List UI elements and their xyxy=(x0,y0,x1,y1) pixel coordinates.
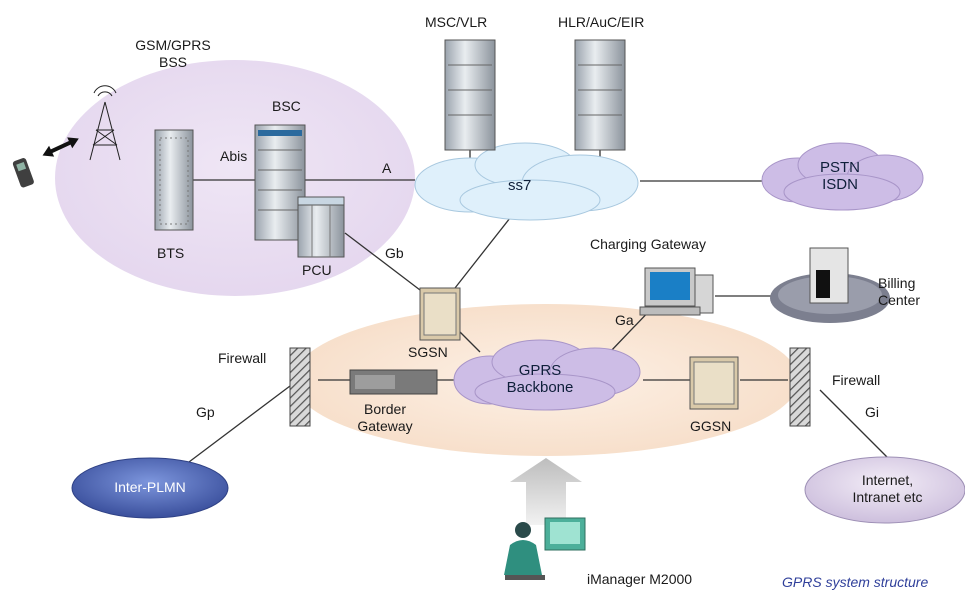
link-sgsn-backbone xyxy=(459,331,481,353)
ss7-cloud xyxy=(414,142,639,221)
backbone-cloud xyxy=(453,339,641,411)
gb-label: Gb xyxy=(385,245,404,261)
gi-label: Gi xyxy=(865,404,879,420)
ggsn-cabinet-icon xyxy=(689,356,739,410)
gp-label: Gp xyxy=(196,404,215,420)
a-label: A xyxy=(382,160,392,176)
internet-oval xyxy=(804,456,965,524)
upward-arrow xyxy=(510,458,582,525)
ggsn-label: GGSN xyxy=(690,418,732,434)
pstn-cloud xyxy=(761,142,924,211)
bsc-cabinet-icon xyxy=(254,124,306,241)
charging-gateway-label: Charging Gateway xyxy=(590,236,706,252)
bss-label: GSM/GPRS BSS xyxy=(135,37,211,70)
firewall-left-label: Firewall xyxy=(218,350,267,366)
imanager-label: iManager M2000 xyxy=(587,571,693,587)
pstn-label: PSTN ISDN xyxy=(819,159,860,193)
computer-icon xyxy=(639,267,714,316)
bts-cabinet-icon xyxy=(154,129,194,231)
sgsn-label: SGSN xyxy=(408,344,448,360)
operator-icon xyxy=(504,517,586,580)
inter-plmn-label: Inter-PLMN xyxy=(114,479,186,495)
abis-label: Abis xyxy=(220,148,248,164)
firewall-right-label: Firewall xyxy=(832,372,881,388)
radio-link-arrow xyxy=(42,137,79,157)
sgsn-cabinet-icon xyxy=(419,287,461,341)
firewall-icon xyxy=(789,347,811,427)
billing-center-label: Billing Center xyxy=(878,275,921,308)
pcu-label: PCU xyxy=(302,262,332,278)
mobile-phone-icon xyxy=(12,158,34,188)
bsc-label: BSC xyxy=(272,98,301,114)
bts-label: BTS xyxy=(157,245,185,261)
inter-plmn-oval xyxy=(71,457,229,519)
border-gateway-icon xyxy=(349,369,438,395)
border-gateway-label: Border Gateway xyxy=(357,401,413,434)
diagram-title: GPRS system structure xyxy=(782,574,929,590)
link-gp xyxy=(184,385,291,466)
pcu-cabinet-icon xyxy=(297,196,345,258)
bss-oval xyxy=(55,60,415,296)
gprs-backbone-label: GPRS Backbone xyxy=(506,362,574,396)
ga-label: Ga xyxy=(615,312,634,328)
msc-cabinet-icon xyxy=(444,39,496,151)
server-icon xyxy=(809,247,849,304)
antenna-tower-icon xyxy=(89,85,121,161)
internet-label: Internet, Intranet etc xyxy=(852,472,923,505)
hlr-cabinet-icon xyxy=(574,39,626,151)
link-gb xyxy=(344,232,421,291)
link-gi xyxy=(819,389,889,459)
msc-label: MSC/VLR xyxy=(425,14,488,30)
link-ss7-sgsn xyxy=(454,217,511,289)
firewall-icon xyxy=(289,347,311,427)
connection-lines xyxy=(184,150,889,466)
hlr-label: HLR/AuC/EIR xyxy=(558,14,645,30)
ss7-label: ss7 xyxy=(508,177,532,194)
